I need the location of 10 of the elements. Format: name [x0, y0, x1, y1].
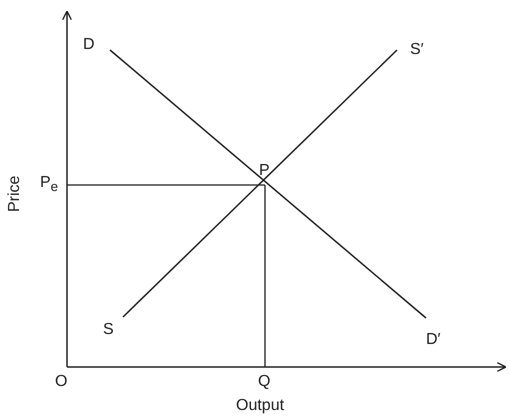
supply-curve-label: S′: [410, 42, 424, 58]
origin-label: O: [55, 374, 68, 390]
axis-value-label: Q: [258, 374, 270, 390]
demand-curve-label: D′: [426, 332, 441, 348]
point-label: P: [259, 163, 270, 179]
supply-curve-label: S: [103, 322, 114, 338]
axis-title: Output: [236, 398, 284, 414]
demand-curve-label: D: [83, 37, 95, 53]
axis-title: Price: [7, 176, 23, 212]
axis-value-label: P$_{e}$: [40, 175, 58, 194]
